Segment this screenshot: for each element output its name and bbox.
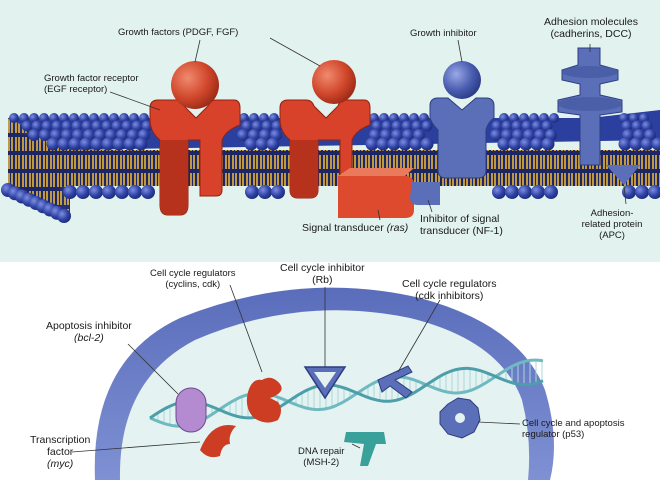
label-inhibitor-signal-transducer: Inhibitor of signal transducer (NF-1) (420, 213, 503, 237)
label-cell-cycle-regulators-cdk-inhibitors: Cell cycle regulators (cdk inhibitors) (402, 278, 497, 302)
adhesion-molecule (557, 47, 640, 185)
label-cell-cycle-regulators-cyclins: Cell cycle regulators (cyclins, cdk) (150, 268, 236, 290)
label-cell-cycle-inhibitor: Cell cycle inhibitor (Rb) (280, 262, 365, 286)
label-dna-repair: DNA repair (MSH-2) (298, 446, 345, 468)
myc-protein (200, 425, 236, 458)
bcl2-protein (175, 387, 207, 433)
cdk-inhibitor-protein (377, 365, 413, 399)
growth-factor-ball-2 (312, 60, 356, 104)
apc-protein (606, 165, 640, 185)
label-growth-factor-receptor: Growth factor receptor (EGF receptor) (44, 73, 139, 95)
msh2-protein (344, 432, 386, 466)
label-signal-transducer: Signal transducer (ras) (302, 222, 409, 234)
nf1-inhibitor (410, 182, 440, 205)
cyclin-cdk-protein (246, 377, 282, 423)
growth-factor-ball-1 (171, 61, 219, 109)
leader-lines (71, 37, 627, 453)
label-apc: Adhesion- related protein (APC) (581, 208, 643, 241)
label-apoptosis-inhibitor: Apoptosis inhibitor (bcl-2) (46, 320, 132, 344)
p53-protein (439, 397, 481, 439)
ras-signal-transducer (338, 168, 414, 218)
label-growth-inhibitor: Growth inhibitor (410, 28, 477, 39)
growth-factor-receptor-left (149, 61, 241, 216)
label-growth-factors: Growth factors (PDGF, FGF) (118, 27, 239, 38)
label-adhesion-molecules: Adhesion molecules (cadherins, DCC) (544, 16, 638, 40)
label-p53: Cell cycle and apoptosis regulator (p53) (522, 418, 625, 440)
growth-inhibitor-receptor (410, 61, 495, 205)
label-transcription-factor: Transcription factor (myc) (30, 434, 91, 470)
